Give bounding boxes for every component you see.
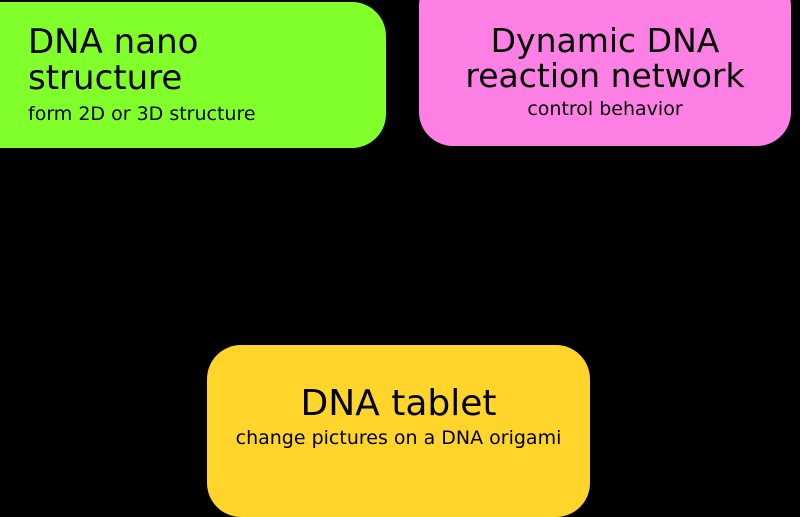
node-subtitle: change pictures on a DNA origami [235, 427, 562, 450]
node-title: DNA nano structure [28, 22, 199, 99]
node-dna-nano-structure[interactable]: DNA nano structure form 2D or 3D structu… [0, 2, 386, 148]
node-subtitle: form 2D or 3D structure [28, 102, 256, 125]
node-dna-tablet[interactable]: DNA tablet change pictures on a DNA orig… [207, 345, 590, 517]
node-dynamic-dna-reaction-network[interactable]: Dynamic DNA reaction network control beh… [419, 0, 791, 146]
node-title: DNA tablet [300, 382, 497, 424]
node-subtitle: control behavior [527, 98, 683, 121]
node-title: Dynamic DNA reaction network [465, 20, 745, 95]
